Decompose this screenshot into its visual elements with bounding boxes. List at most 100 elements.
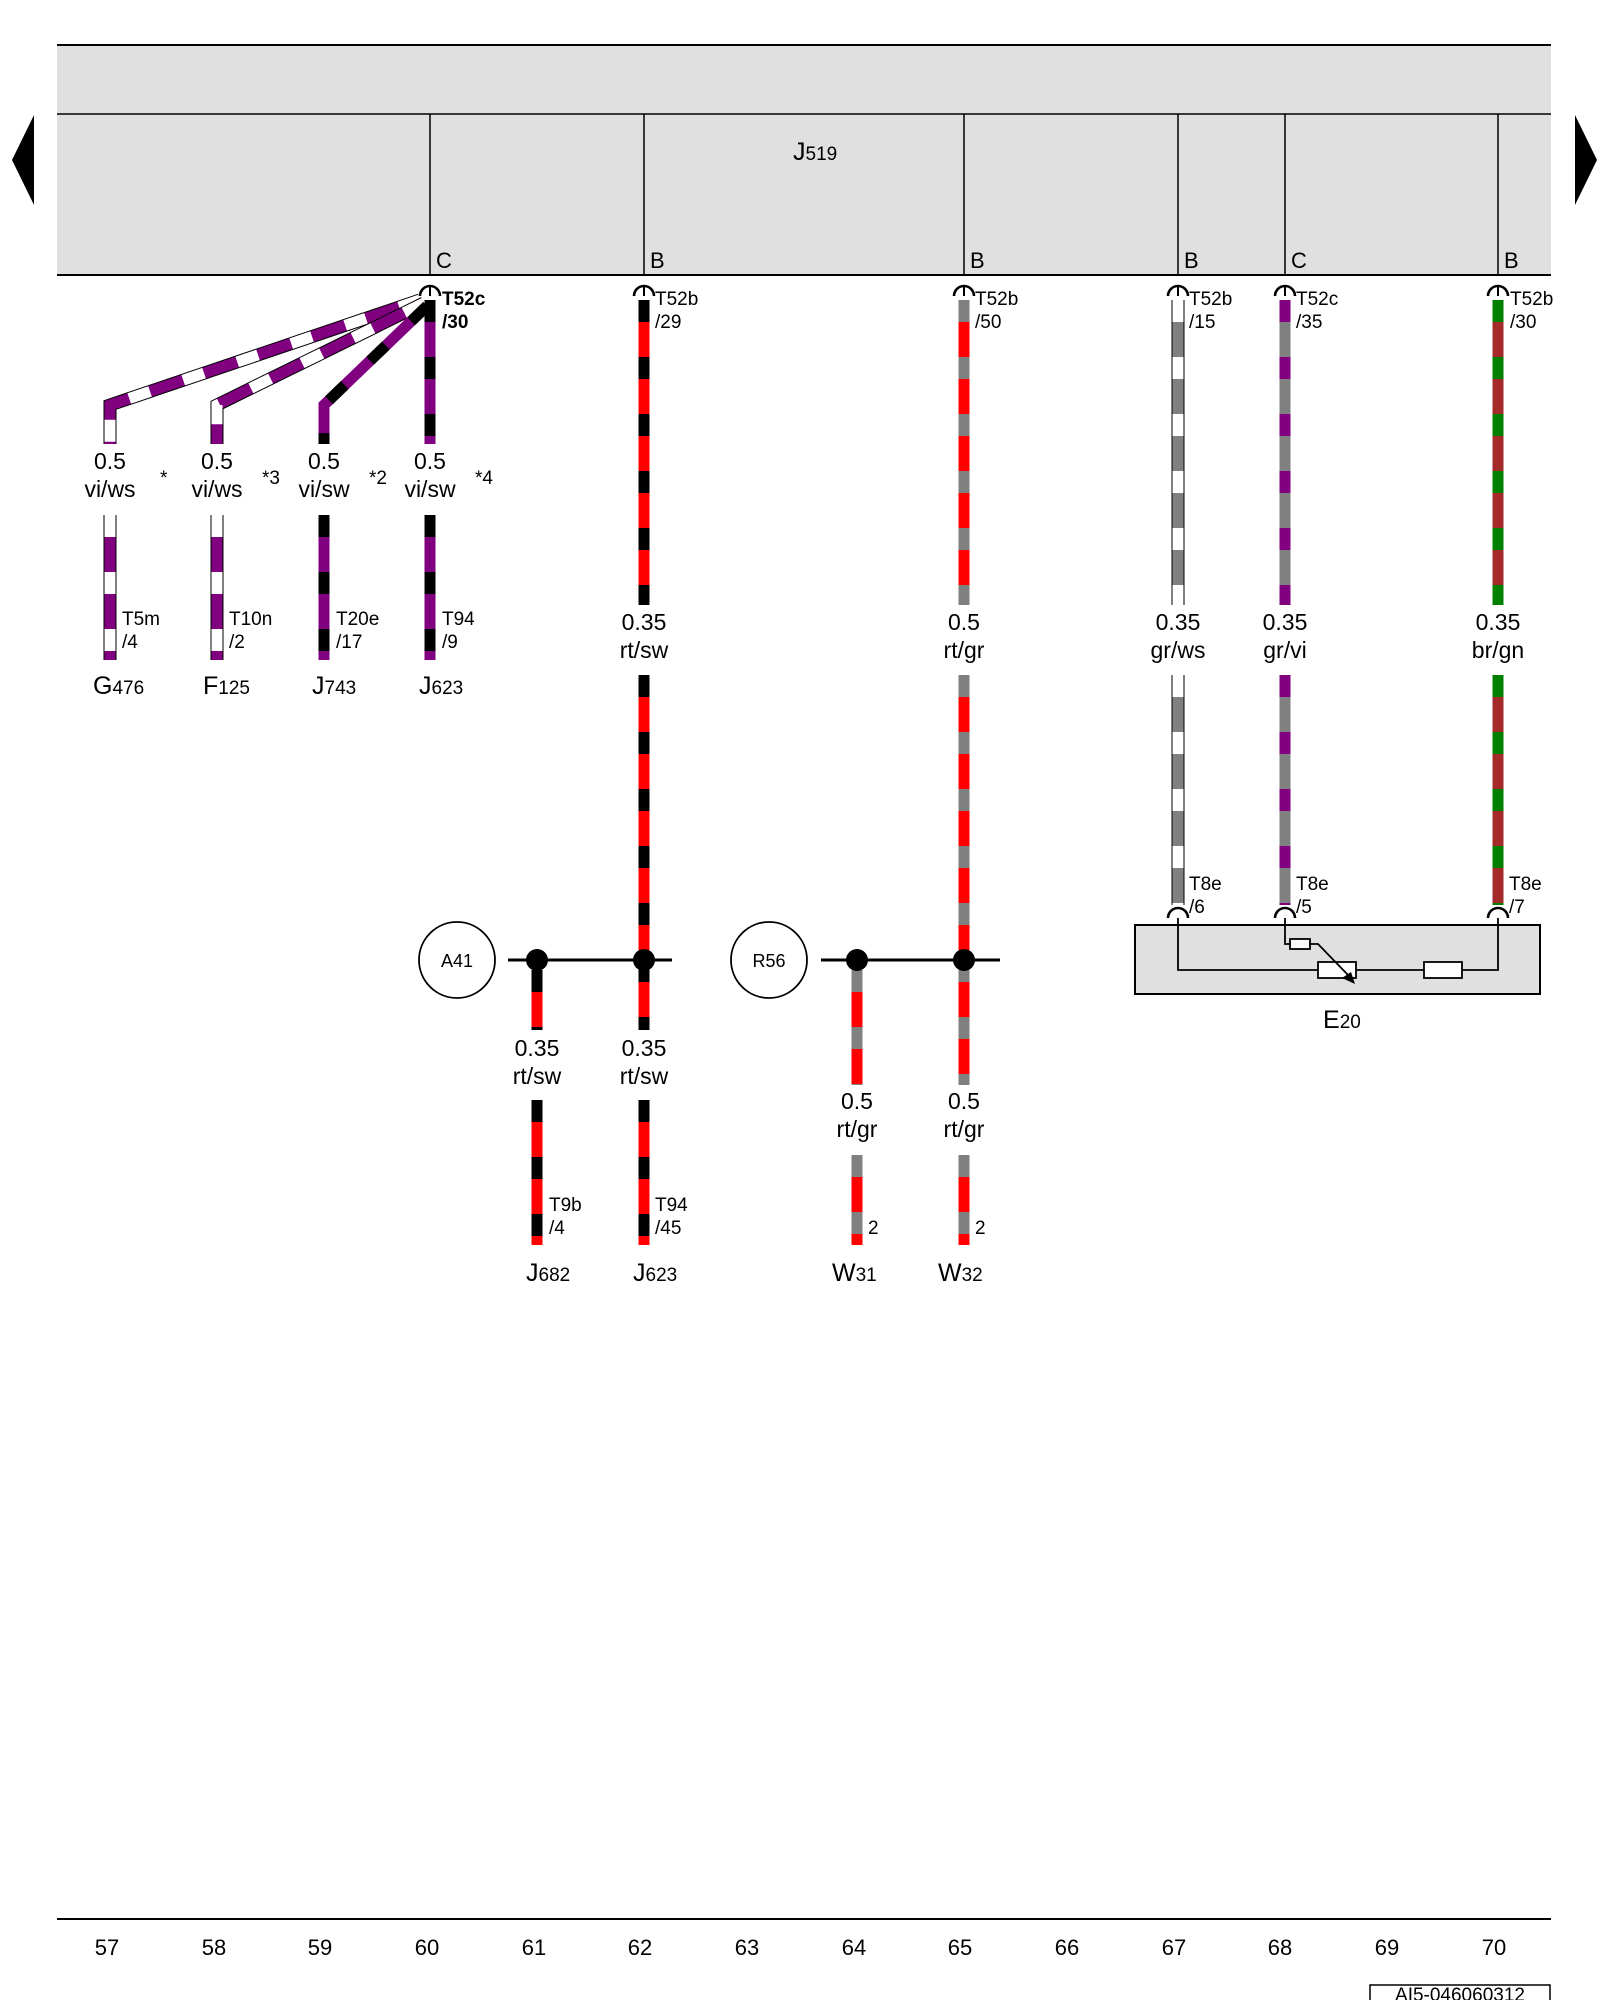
wire-color: vi/ws [191, 476, 242, 502]
e20-housing [1134, 924, 1541, 995]
column-number: 64 [842, 1935, 866, 1960]
connector-pin: 2 [868, 1218, 879, 1239]
next-page-arrow-icon[interactable] [1575, 115, 1597, 205]
connector-pin: /4 [549, 1218, 565, 1239]
wire-size: 0.35 [1476, 609, 1521, 635]
connector-name: T52b [1189, 289, 1232, 310]
connector-name: T52c [1296, 289, 1338, 310]
column-number: 57 [95, 1935, 119, 1960]
connector-symbol [1166, 906, 1190, 919]
connector-pin: /2 [229, 632, 245, 653]
connector-name: T10n [229, 609, 272, 630]
wire-vi-ws-g476-stripe [104, 294, 422, 444]
wire-vi-ws-f125-stripe [211, 298, 427, 444]
connector-name: T52b [1510, 289, 1553, 310]
control-unit-housing [57, 45, 1551, 275]
connector-name: T5m [122, 609, 160, 630]
splice-dot [633, 949, 655, 971]
housing-internal-lines [429, 114, 1499, 275]
wire-size: 0.35 [1263, 609, 1308, 635]
connector-name: T8e [1296, 874, 1329, 895]
wire-color: gr/ws [1151, 637, 1206, 663]
component-label: J623 [419, 672, 463, 700]
column-number: 65 [948, 1935, 972, 1960]
wire-color: vi/ws [84, 476, 135, 502]
connector-letter: B [970, 248, 985, 273]
wire-color: rt/gr [837, 1116, 878, 1142]
doc-id-box [1369, 1984, 1551, 2000]
splice-dot [526, 949, 548, 971]
component-label: W32 [938, 1259, 983, 1287]
e20-wiper-arrow-icon [1342, 972, 1355, 984]
wire-size: 0.5 [94, 448, 126, 474]
connector-letter: B [1184, 248, 1199, 273]
wire-color: rt/gr [944, 1116, 985, 1142]
doc-id: AI5-046060312 [1395, 1985, 1525, 2000]
wire-color: gr/vi [1263, 637, 1306, 663]
left-component-labels: G476 F125 J743 J623 [93, 672, 463, 700]
connector-pin: 2 [975, 1218, 986, 1239]
e20-connector-labels: T8e /6 T8e /5 T8e /7 [1189, 874, 1542, 918]
column-number: 66 [1055, 1935, 1079, 1960]
wire-size: 0.35 [622, 1035, 667, 1061]
wire-color: rt/sw [620, 637, 669, 663]
column-number: 63 [735, 1935, 759, 1960]
wire-color: rt/gr [944, 637, 985, 663]
component-label: W31 [832, 1259, 877, 1287]
splice-dots [526, 949, 975, 971]
splice-circle-r56 [730, 921, 808, 999]
column-numbers: 57 58 59 60 61 62 63 64 65 66 67 68 69 7… [95, 1935, 1506, 1960]
e20-resistor [1423, 961, 1463, 979]
column-number: 62 [628, 1935, 652, 1960]
e20-small-resistor [1289, 938, 1311, 950]
connector-name: T94 [442, 609, 475, 630]
column-number: 61 [522, 1935, 546, 1960]
connector-symbol [1486, 906, 1510, 919]
wire-size: 0.5 [948, 1088, 980, 1114]
connector-name: T52b [655, 289, 698, 310]
wire-size: 0.5 [201, 448, 233, 474]
splice-circle-a41 [418, 921, 496, 999]
upper-wire-labels: 0.5 vi/ws * 0.5 vi/ws *3 0.5 vi/sw *2 0.… [84, 448, 1524, 663]
e20-internal-circuit [1177, 918, 1499, 979]
splice-dot [953, 949, 975, 971]
component-label: J682 [526, 1259, 570, 1287]
connector-letter: C [1291, 248, 1307, 273]
left-connector-labels: T5m /4 T10n /2 T20e /17 T94 /9 [122, 609, 475, 653]
connector-pin: /6 [1189, 897, 1205, 918]
connector-letter: B [650, 248, 665, 273]
bottom-connector-labels: T9b /4 T94 /45 2 2 [549, 1195, 986, 1239]
connector-name: T8e [1189, 874, 1222, 895]
connector-pin: /29 [655, 312, 681, 333]
lower-wire-labels: 0.35 rt/sw 0.35 rt/sw 0.5 rt/gr 0.5 rt/g… [513, 1035, 985, 1142]
column-number: 68 [1268, 1935, 1292, 1960]
column-number: 60 [415, 1935, 439, 1960]
column-number: 70 [1482, 1935, 1506, 1960]
wire-note: * [160, 468, 168, 489]
connector-pin: /4 [122, 632, 138, 653]
wire-size: 0.5 [308, 448, 340, 474]
wire-group [103, 293, 1504, 1245]
connector-pin: /9 [442, 632, 458, 653]
splice-label: R56 [752, 951, 785, 971]
splice-circles [418, 921, 808, 999]
wire-size: 0.5 [948, 609, 980, 635]
wire-vi-sw-j743 [318, 302, 431, 444]
column-number: 58 [202, 1935, 226, 1960]
component-label: J623 [633, 1259, 677, 1287]
connector-letter: B [1504, 248, 1519, 273]
connector-pin: /45 [655, 1218, 681, 1239]
connector-pin: /17 [336, 632, 362, 653]
connector-pin: /30 [442, 312, 468, 333]
top-connector-labels: T52c /30 T52b /29 T52b /50 T52b /15 T52c… [442, 289, 1553, 333]
bottom-component-labels: J682 J623 W31 W32 [526, 1259, 983, 1287]
wire-note: *4 [475, 468, 493, 489]
splice-label: A41 [441, 951, 473, 971]
wire-color: vi/sw [404, 476, 456, 502]
component-label: F125 [203, 672, 250, 700]
column-number: 67 [1162, 1935, 1186, 1960]
previous-page-arrow-icon[interactable] [12, 115, 34, 205]
connector-name: T9b [549, 1195, 582, 1216]
connector-pin: /30 [1510, 312, 1536, 333]
e20-label: E20 [1323, 1006, 1361, 1034]
